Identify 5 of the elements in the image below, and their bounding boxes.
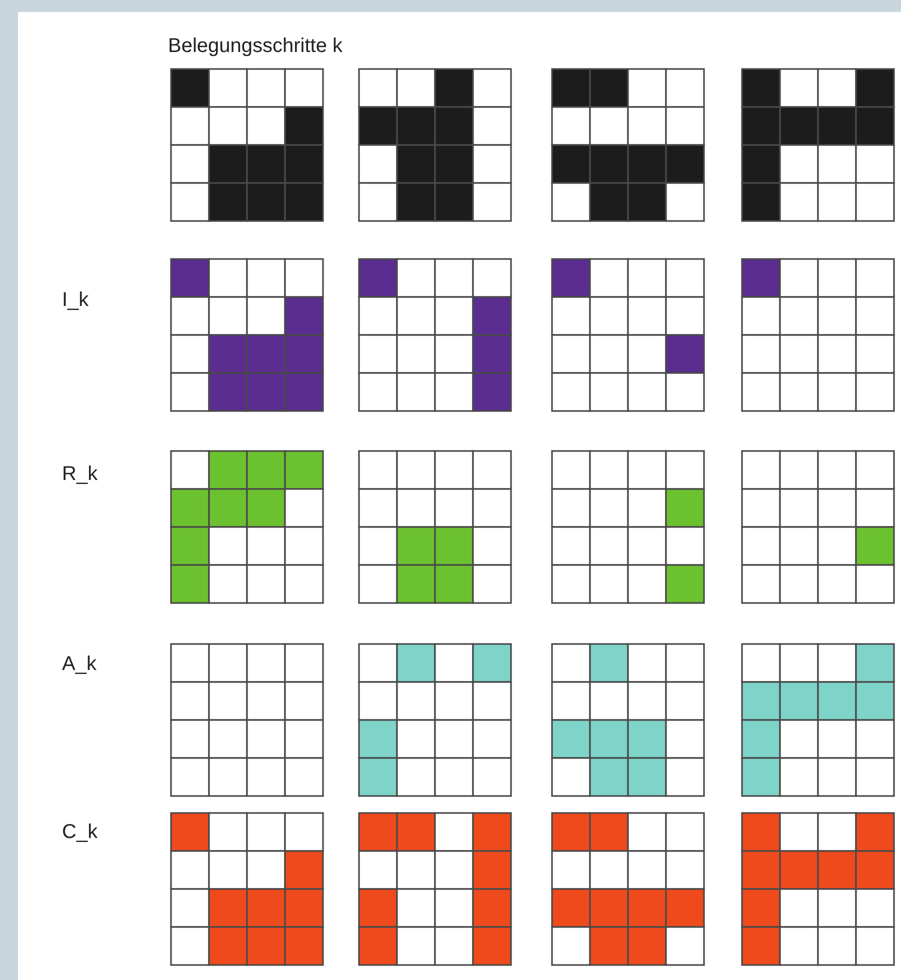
row-label: A_k (62, 652, 96, 676)
row-label: C_k (62, 820, 98, 844)
row-label: R_k (62, 462, 98, 486)
row-label: I_k (62, 288, 89, 312)
row-label: Belegungsschritte k (168, 34, 343, 58)
